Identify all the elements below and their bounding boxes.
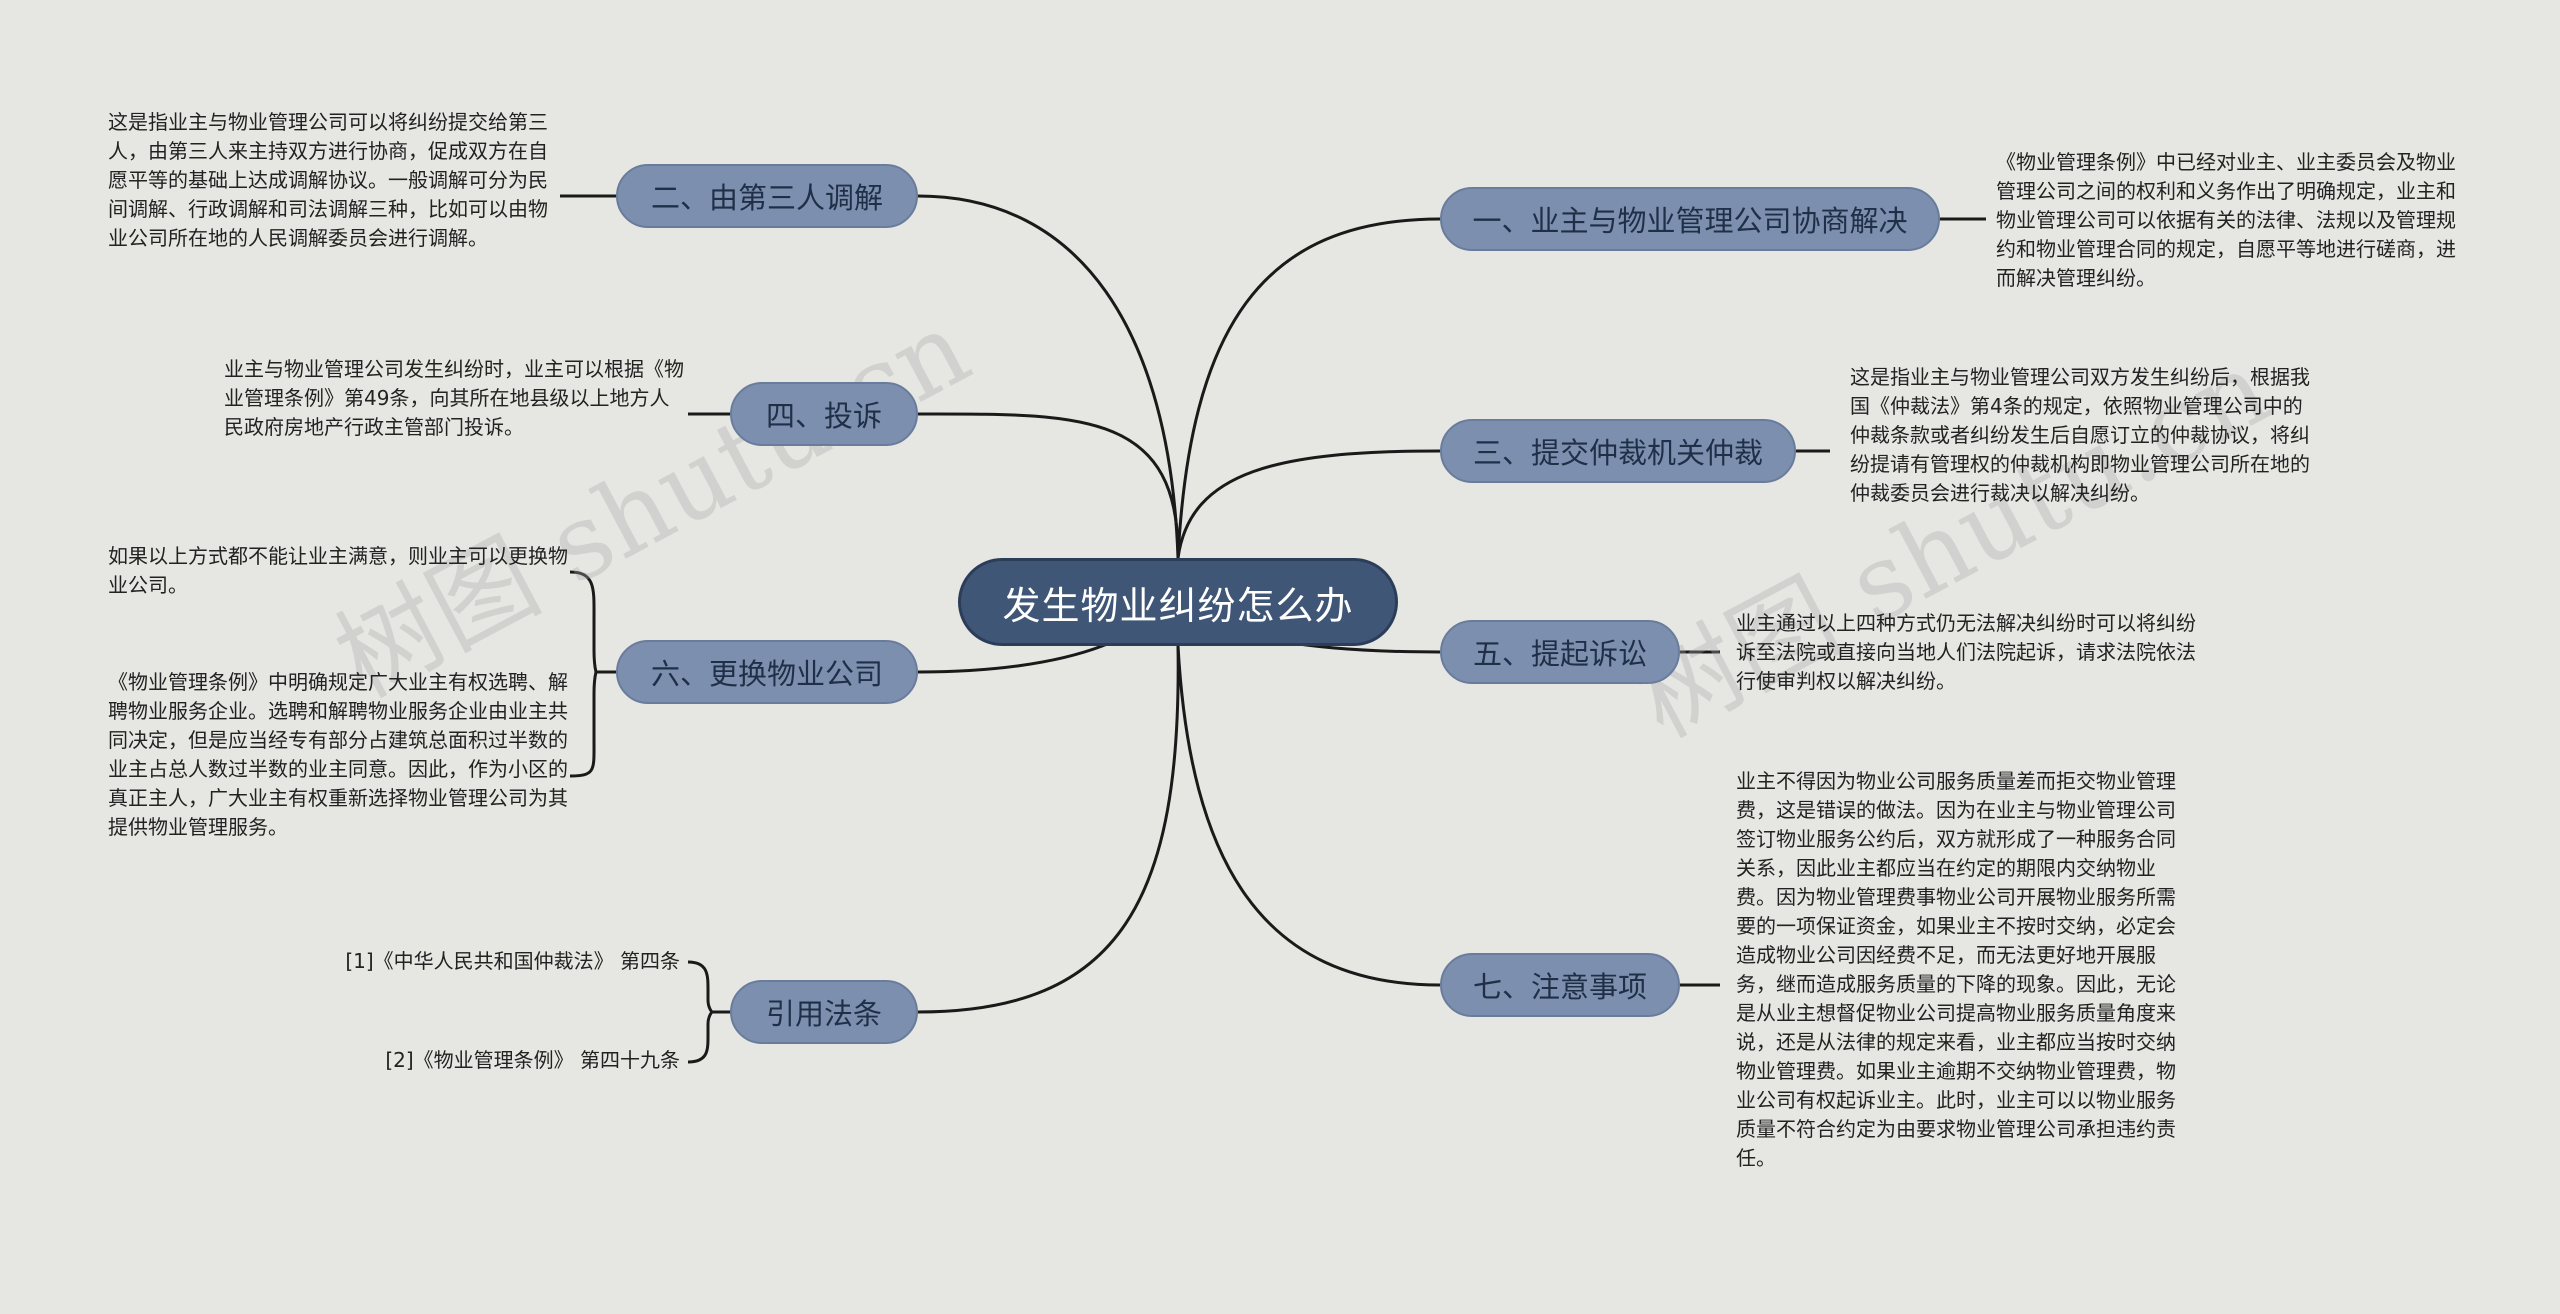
reference-arbitration-law: [1]《中华人民共和国仲裁法》 第四条 (345, 949, 680, 973)
desc-replace-company-1: 如果以上方式都不能让业主满意，则业主可以更换物业公司。 (108, 544, 568, 597)
desc-mediation: 这是指业主与物业管理公司可以将纠纷提交给第三人，由第三人来主持双方进行协商，促成… (108, 110, 548, 250)
branch-negotiation[interactable]: 一、业主与物业管理公司协商解决 (1440, 187, 1940, 251)
branch-complaint[interactable]: 四、投诉 (730, 382, 918, 446)
branch-lawsuit[interactable]: 五、提起诉讼 (1440, 620, 1680, 684)
desc-negotiation: 《物业管理条例》中已经对业主、业主委员会及物业管理公司之间的权利和义务作出了明确… (1996, 150, 2456, 290)
central-topic[interactable]: 发生物业纠纷怎么办 (958, 558, 1398, 646)
branch-legal-references[interactable]: 引用法条 (730, 980, 918, 1044)
reference-property-regulation: [2]《物业管理条例》 第四十九条 (385, 1048, 680, 1072)
branch-arbitration[interactable]: 三、提交仲裁机关仲裁 (1440, 419, 1796, 483)
desc-notes: 业主不得因为物业公司服务质量差而拒交物业管理费，这是错误的做法。因为在业主与物业… (1736, 769, 2176, 1170)
desc-lawsuit: 业主通过以上四种方式仍无法解决纠纷时可以将纠纷诉至法院或直接向当地人们法院起诉，… (1736, 611, 2196, 693)
branch-mediation[interactable]: 二、由第三人调解 (616, 164, 918, 228)
desc-replace-company-2: 《物业管理条例》中明确规定广大业主有权选聘、解聘物业服务企业。选聘和解聘物业服务… (108, 670, 568, 839)
branch-replace-company[interactable]: 六、更换物业公司 (616, 640, 918, 704)
desc-arbitration: 这是指业主与物业管理公司双方发生纠纷后，根据我国《仲裁法》第4条的规定，依照物业… (1850, 365, 2310, 505)
desc-complaint: 业主与物业管理公司发生纠纷时，业主可以根据《物业管理条例》第49条，向其所在地县… (224, 357, 684, 439)
branch-notes[interactable]: 七、注意事项 (1440, 953, 1680, 1017)
